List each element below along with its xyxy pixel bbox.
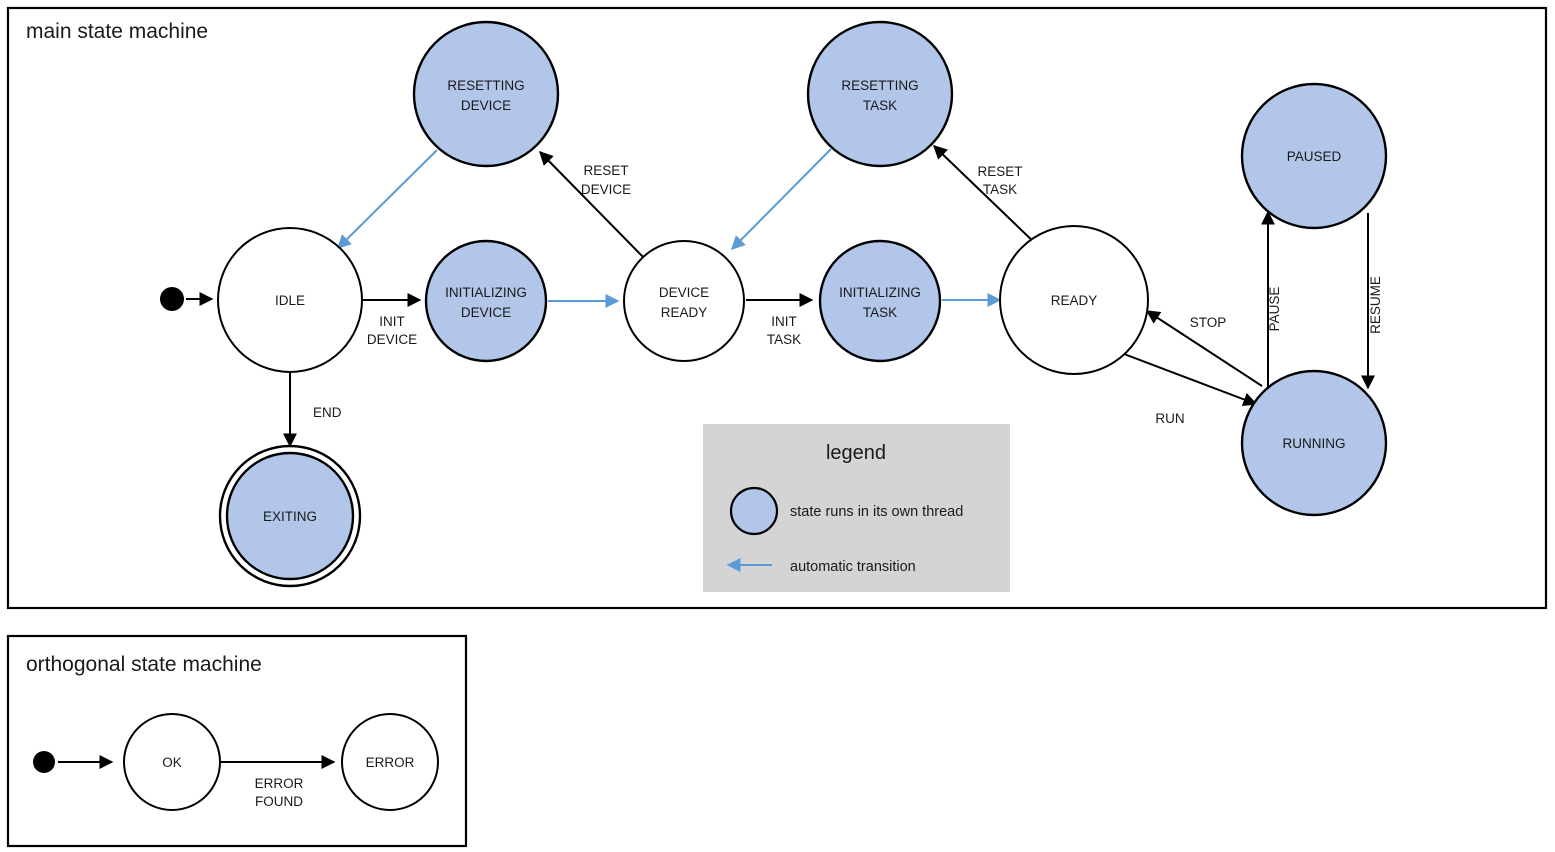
orthogonal-initial-state-marker (33, 751, 55, 773)
state-circle-paused (1240, 82, 1388, 230)
state-circle-device-ready (623, 240, 745, 362)
transition-running-to-ready (1145, 310, 1263, 387)
transition-device-ready-to-resetting-device (539, 151, 647, 261)
transition-label-init-device-l1: INIT (379, 314, 405, 329)
transition-label-error-found-l1: ERROR (255, 776, 304, 791)
legend-title: legend (826, 442, 886, 464)
state-node-running[interactable]: RUNNING (1240, 369, 1388, 517)
state-node-resetting-device[interactable]: RESETTING DEVICE (412, 20, 560, 168)
state-label-error: ERROR (366, 755, 415, 770)
state-circle-ready (999, 225, 1149, 375)
legend-thread-state-icon (729, 486, 779, 536)
transition-label-reset-device-l2: DEVICE (581, 182, 631, 197)
state-node-initializing-device[interactable]: INITIALIZING DEVICE (424, 239, 548, 363)
state-node-error[interactable]: ERROR (341, 713, 439, 811)
state-circle-initializing-device (424, 239, 548, 363)
state-label-initializing-task-l1: INITIALIZING (839, 285, 921, 300)
state-label-resetting-device-l1: RESETTING (447, 78, 524, 93)
state-circle-running (1240, 369, 1388, 517)
state-node-device-ready[interactable]: DEVICE READY (623, 240, 745, 362)
transition-resetting-task-to-device-ready (731, 148, 832, 250)
transition-label-init-task-l2: TASK (767, 332, 801, 347)
state-circle-initializing-task (818, 239, 942, 363)
initial-state-marker (160, 287, 184, 311)
transition-label-pause: PAUSE (1267, 287, 1282, 332)
main-states-layer: IDLE RESETTING DEVICE INITIALIZING DEVIC… (217, 20, 1388, 588)
state-label-running: RUNNING (1283, 436, 1346, 451)
state-label-initializing-task-l2: TASK (863, 305, 897, 320)
orthogonal-frame-title: orthogonal state machine (26, 653, 262, 676)
legend-panel: legend state runs in its own thread auto… (703, 424, 1010, 592)
state-label-resetting-task-l2: TASK (863, 98, 897, 113)
main-transitions-layer: INIT DEVICE RESET DEVICE INIT TASK RESET… (186, 145, 1383, 448)
state-circle-error (341, 713, 439, 811)
state-circle-resetting-task (806, 20, 954, 168)
transition-label-init-task-l1: INIT (771, 314, 797, 329)
state-node-paused[interactable]: PAUSED (1240, 82, 1388, 230)
transition-label-end: END (313, 405, 342, 420)
state-label-paused: PAUSED (1287, 149, 1342, 164)
state-label-resetting-task-l1: RESETTING (841, 78, 918, 93)
transition-label-resume: RESUME (1368, 276, 1383, 334)
state-circle-resetting-device (412, 20, 560, 168)
transition-label-stop: STOP (1190, 315, 1227, 330)
legend-automatic-transition-label: automatic transition (790, 559, 916, 575)
orthogonal-state-machine-frame: orthogonal state machine ERROR FOUND OK … (6, 634, 468, 848)
transition-ready-to-running (1123, 353, 1258, 407)
state-label-device-ready-l1: DEVICE (659, 285, 709, 300)
state-label-ready: READY (1051, 293, 1098, 308)
state-label-device-ready-l2: READY (661, 305, 708, 320)
main-frame-title: main state machine (26, 20, 208, 43)
state-node-ready[interactable]: READY (999, 225, 1149, 375)
state-node-exiting[interactable]: EXITING (218, 444, 362, 588)
transition-label-reset-device-l1: RESET (583, 163, 628, 178)
transition-label-reset-task-l2: TASK (983, 182, 1017, 197)
state-label-initializing-device-l2: DEVICE (461, 305, 511, 320)
state-node-ok[interactable]: OK (123, 713, 221, 811)
transition-ready-to-resetting-task (932, 145, 1039, 247)
state-circle-exiting (225, 451, 355, 581)
state-circle-idle (217, 227, 363, 373)
legend-thread-state-label: state runs in its own thread (790, 504, 963, 520)
state-label-resetting-device-l2: DEVICE (461, 98, 511, 113)
state-label-ok: OK (162, 755, 182, 770)
transition-label-init-device-l2: DEVICE (367, 332, 417, 347)
state-node-idle[interactable]: IDLE (217, 227, 363, 373)
state-label-exiting: EXITING (263, 509, 317, 524)
state-node-initializing-task[interactable]: INITIALIZING TASK (818, 239, 942, 363)
transition-resetting-device-to-idle (337, 149, 438, 249)
transition-label-reset-task-l1: RESET (977, 164, 1022, 179)
state-label-idle: IDLE (275, 293, 305, 308)
transition-label-error-found-l2: FOUND (255, 794, 303, 809)
transition-label-run: RUN (1155, 411, 1184, 426)
state-node-resetting-task[interactable]: RESETTING TASK (806, 20, 954, 168)
state-label-initializing-device-l1: INITIALIZING (445, 285, 527, 300)
state-circle-ok (123, 713, 221, 811)
